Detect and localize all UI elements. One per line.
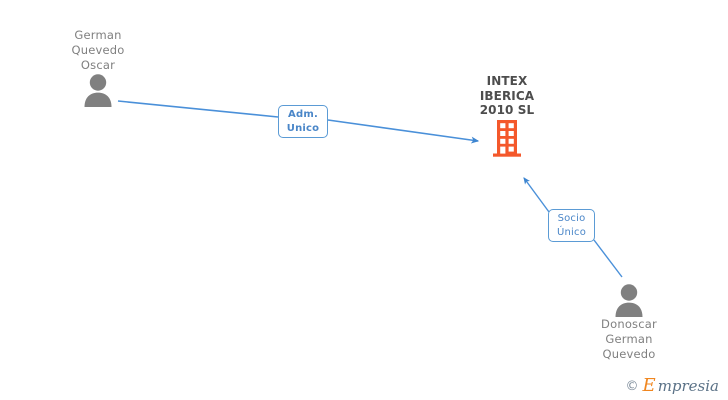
person-top-label: German Quevedo Oscar bbox=[71, 28, 125, 72]
brand-initial: E bbox=[642, 375, 656, 396]
edge-adm-label-to-company bbox=[327, 119, 480, 144]
edge-socio-label-to-company bbox=[523, 177, 550, 213]
copyright-icon: © bbox=[625, 378, 639, 394]
person-icon bbox=[615, 284, 643, 317]
building-icon bbox=[493, 119, 521, 157]
company-label: INTEX IBERICA 2010 SL bbox=[479, 74, 535, 117]
node-person-top[interactable]: German Quevedo Oscar bbox=[23, 28, 173, 107]
brand-name: mpresia bbox=[657, 376, 719, 395]
relation-label-adm-unico[interactable]: Adm. Unico bbox=[278, 105, 328, 138]
edge-person-top-to-adm-label bbox=[117, 100, 279, 118]
watermark-empresia: © E mpresia bbox=[626, 377, 719, 395]
node-person-bottom[interactable]: Donoscar German Quevedo bbox=[554, 283, 704, 362]
person-icon bbox=[84, 74, 112, 107]
edge-person-bottom-to-socio-label bbox=[593, 239, 623, 278]
node-company[interactable]: INTEX IBERICA 2010 SL bbox=[427, 74, 587, 158]
relation-label-socio-unico[interactable]: Socio Único bbox=[548, 209, 595, 242]
person-bottom-label: Donoscar German Quevedo bbox=[601, 317, 657, 361]
